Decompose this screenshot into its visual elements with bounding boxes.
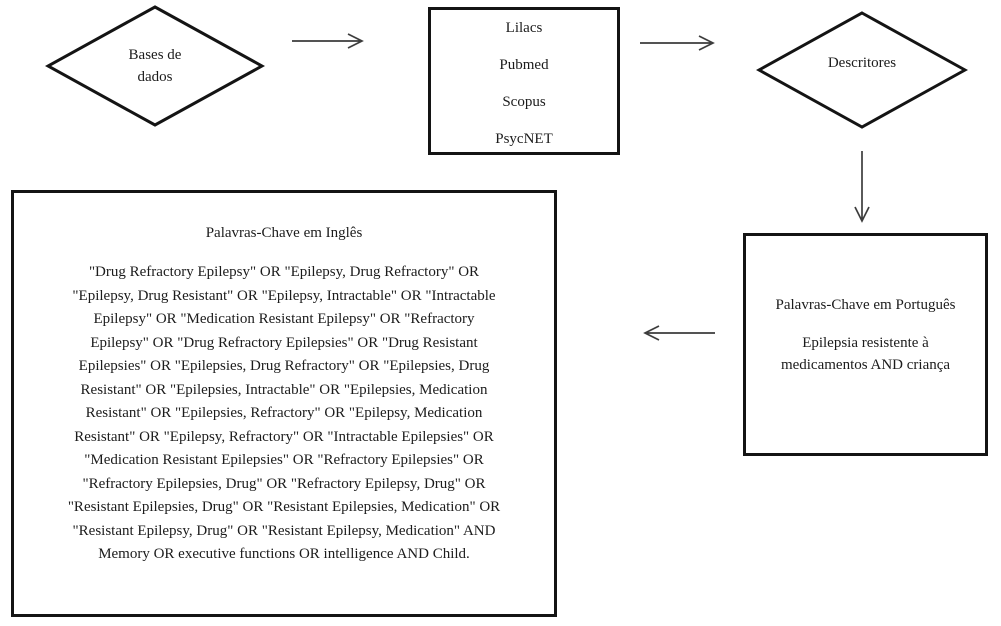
node-bases-de-dados-label: Bases de dados — [128, 47, 182, 85]
node-databases-list: Lilacs Pubmed Scopus PsycNET — [428, 7, 620, 155]
database-name-scopus: Scopus — [502, 94, 546, 110]
node-bases-de-dados: Bases de dados — [45, 4, 265, 128]
node-descritores: Descritores — [756, 10, 968, 130]
arrow-down-icon — [854, 151, 870, 223]
arrow-right-icon — [640, 35, 715, 51]
keywords-english-title: Palavras-Chave em Inglês — [205, 225, 363, 241]
node-keywords-english: Palavras-Chave em Inglês "Drug Refractor… — [11, 190, 557, 617]
arrow-left-icon — [643, 325, 715, 341]
diamond-shape — [45, 5, 265, 127]
database-name-lilacs: Lilacs — [505, 20, 543, 36]
diamond-shape — [756, 11, 968, 129]
database-name-pubmed: Pubmed — [499, 57, 549, 73]
arrow-right-icon — [292, 33, 364, 49]
keywords-english-body: "Drug Refractory Epilepsy" OR "Epilepsy,… — [67, 264, 501, 562]
node-keywords-portuguese: Palavras-Chave em Português Epilepsia re… — [743, 233, 988, 456]
database-name-psycnet: PsycNET — [495, 131, 553, 147]
node-descritores-label: Descritores — [827, 55, 897, 71]
keywords-portuguese-body: Epilepsia resistente à medicamentos AND … — [780, 335, 951, 373]
keywords-portuguese-title: Palavras-Chave em Português — [775, 297, 956, 313]
